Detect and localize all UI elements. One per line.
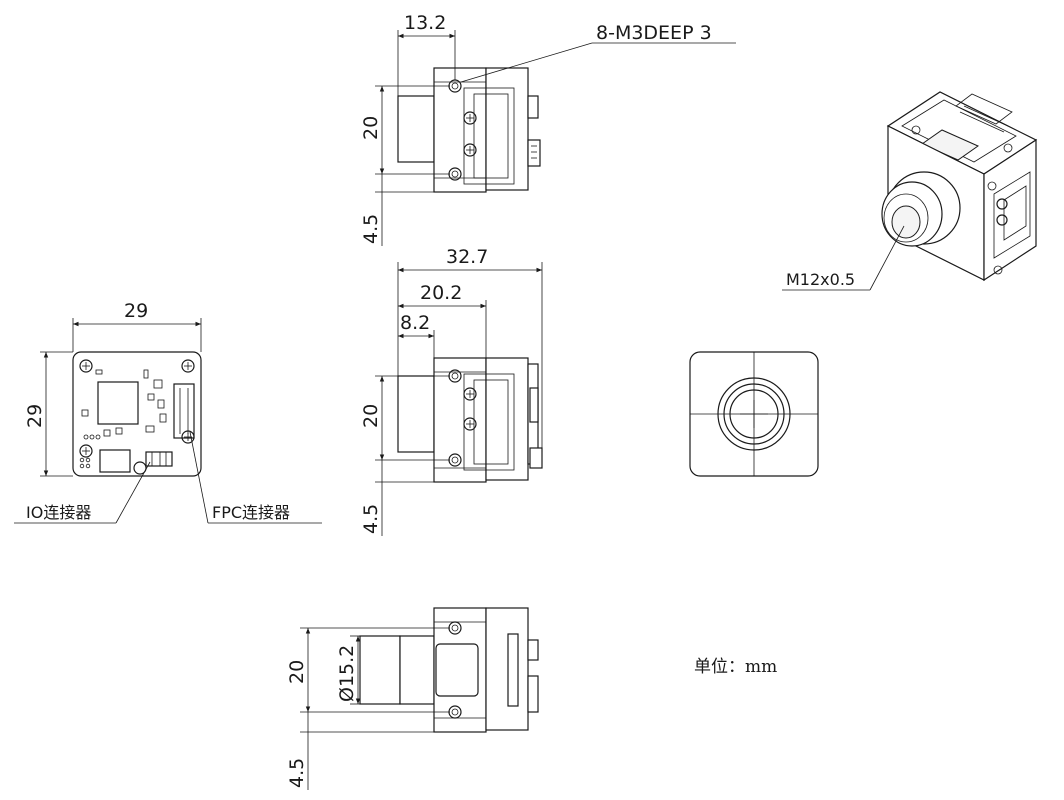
screw — [463, 387, 477, 401]
dim-middle-offset: 4.5 — [360, 504, 382, 534]
unit-note: 单位：mm — [694, 657, 777, 677]
dim-bottom-offset: 4.5 — [286, 758, 308, 788]
dim-top-offset: 4.5 — [360, 214, 382, 244]
dim-top-height: 20 — [360, 116, 382, 140]
dim-lens-diameter: Ø15.2 — [336, 645, 358, 702]
isometric-view: M12x0.5 — [782, 91, 1038, 291]
top-side-view: 13.2 8-M3DEEP 3 20 4.5 — [360, 12, 736, 246]
fpc-connector-label: FPC连接器 — [212, 503, 290, 522]
middle-side-view: 32.7 20.2 8.2 20 4.5 — [360, 246, 543, 536]
screw — [79, 444, 93, 458]
dim-body-length: 20.2 — [420, 282, 462, 304]
thread-label: M12x0.5 — [786, 270, 855, 289]
screw — [181, 359, 195, 373]
dim-pcb-width: 29 — [124, 300, 148, 322]
front-view — [689, 351, 819, 477]
bottom-side-view: 20 4.5 Ø15.2 — [286, 607, 539, 790]
dim-middle-height: 20 — [360, 404, 382, 428]
pcb-back-view: 29 29 IO连接器 FPC连接器 — [14, 300, 322, 524]
dim-total-length: 32.7 — [446, 246, 488, 268]
io-connector-label: IO连接器 — [26, 503, 91, 522]
screw — [463, 143, 477, 157]
dim-pcb-height: 29 — [24, 404, 46, 428]
screw — [463, 111, 477, 125]
hole-callout: 8-M3DEEP 3 — [596, 22, 712, 44]
dim-bottom-height: 20 — [286, 660, 308, 684]
screw — [79, 359, 93, 373]
screw — [463, 417, 477, 431]
dim-top-width: 13.2 — [404, 12, 446, 34]
dim-lens-length: 8.2 — [400, 312, 430, 334]
